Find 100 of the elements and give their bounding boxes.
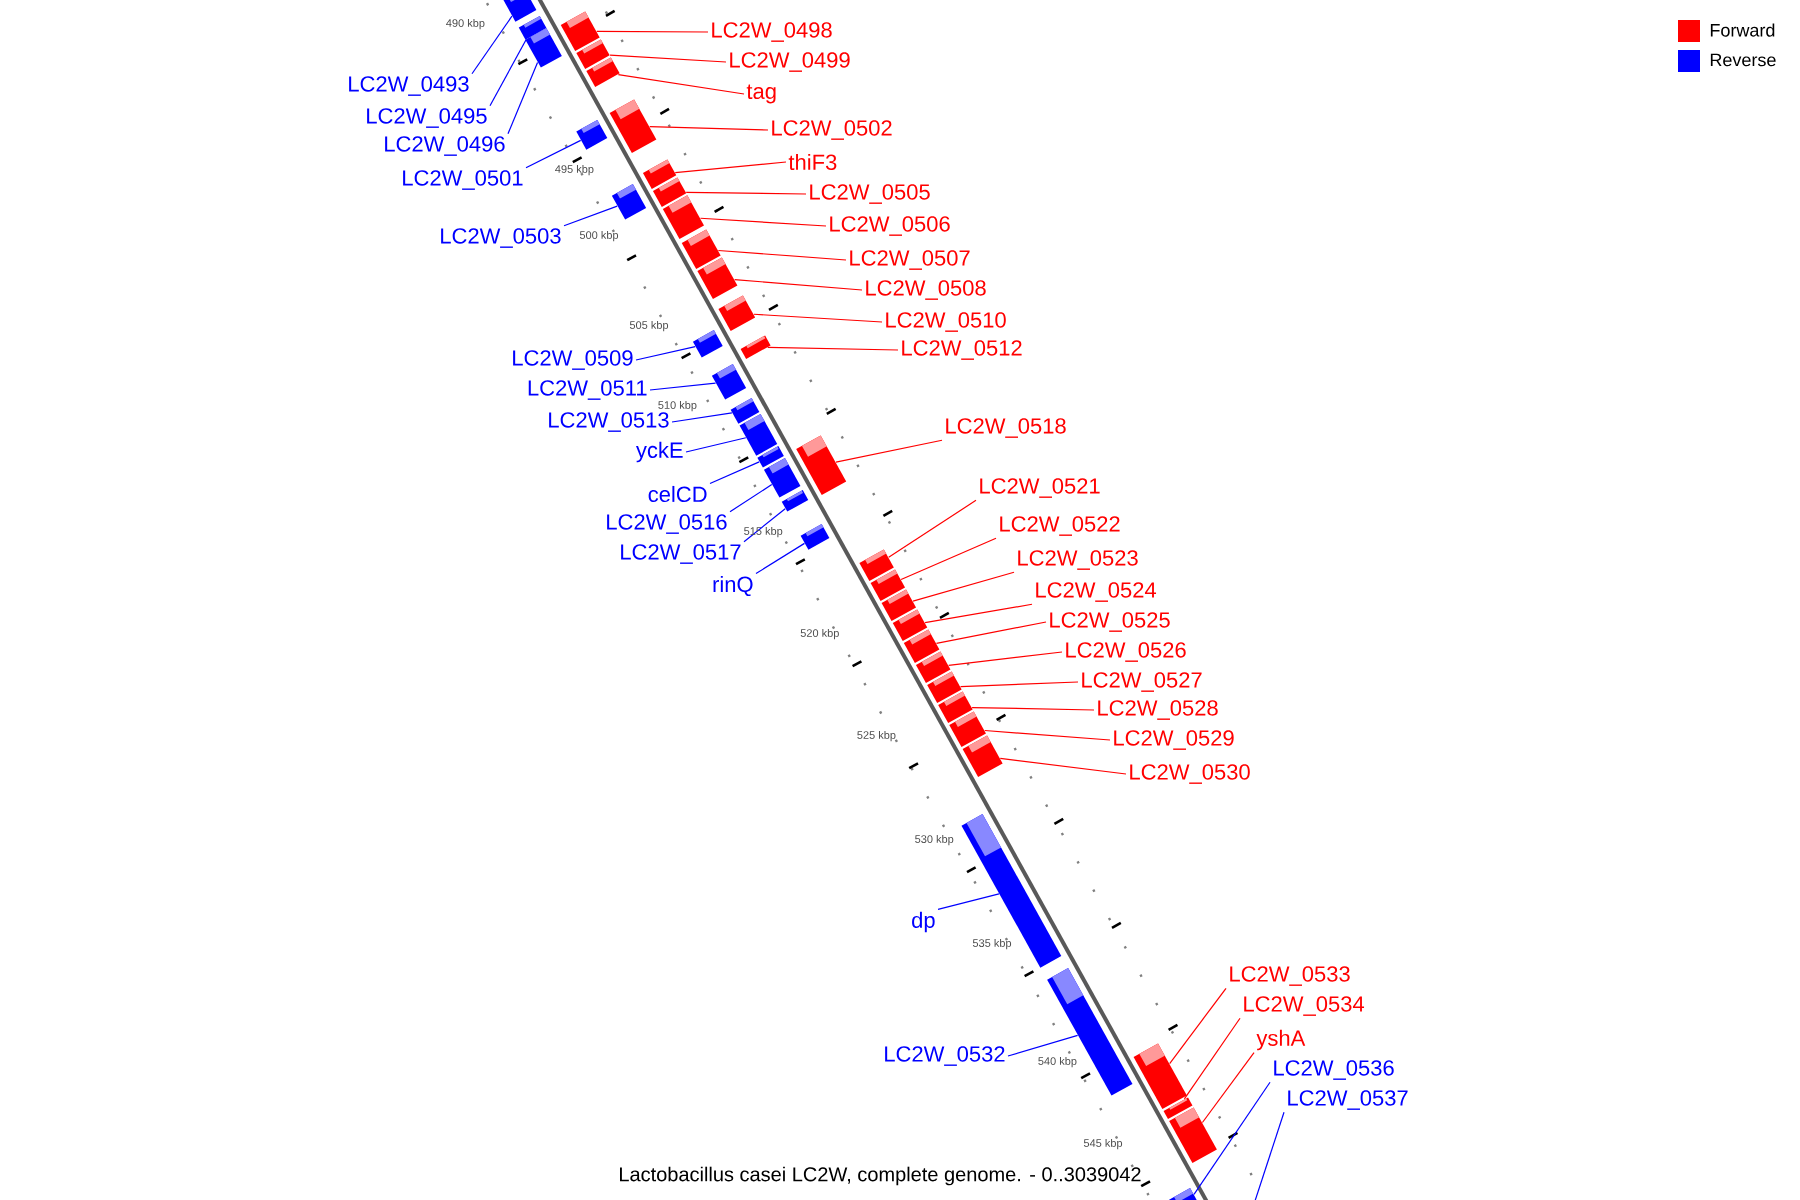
gene-arrow-block: [692, 330, 723, 358]
leader-line: [525, 139, 582, 169]
gene-label: LC2W_0505: [810, 184, 930, 204]
leader-line: [767, 346, 899, 351]
gene-label: LC2W_0518: [946, 418, 1066, 438]
leader-line: [1169, 987, 1227, 1065]
leader-line: [685, 437, 747, 453]
gene-arrow-block: [796, 435, 847, 495]
gene-arrow-block: [697, 257, 738, 299]
gene-arrow-block: [560, 11, 600, 52]
gene-label: LC2W_0527: [1082, 672, 1202, 692]
leader-line: [999, 757, 1127, 775]
leader-line: [1193, 1081, 1271, 1195]
gene-arrow-block: [576, 120, 608, 150]
leader-line: [971, 706, 1095, 711]
leader-line: [734, 279, 863, 291]
gene-label: LC2W_0533: [1230, 966, 1350, 986]
gene-label: LC2W_0522: [1000, 516, 1120, 536]
legend-label: Forward: [1710, 23, 1775, 37]
gene-label: LC2W_0526: [1066, 642, 1186, 662]
gene-label: LC2W_0503: [441, 228, 561, 248]
gene-label: thiF3: [788, 153, 837, 171]
gene-arrow-block: [962, 735, 1003, 777]
leader-line: [935, 621, 1047, 644]
gene-arrow-block: [503, 0, 537, 22]
leader-line: [1007, 1034, 1079, 1057]
leader-line: [900, 537, 997, 581]
gene-label: LC2W_0512: [902, 340, 1022, 360]
gene-label: rinQ: [713, 575, 753, 597]
gene-arrow-block: [781, 490, 809, 512]
leader-line: [755, 542, 806, 575]
gene-label: LC2W_0528: [1098, 700, 1218, 720]
gene-arrow-block: [609, 99, 657, 153]
gene-arrow-block: [740, 335, 771, 359]
leader-line: [984, 729, 1111, 741]
leader-line: [924, 603, 1033, 624]
leader-line: [1201, 1052, 1255, 1124]
gene-label: LC2W_0506: [830, 216, 950, 236]
gene-arrow-block: [961, 814, 1062, 968]
gene-label: LC2W_0511: [528, 380, 647, 400]
gene-label: LC2W_0493: [349, 76, 469, 96]
gene-label: LC2W_0502: [772, 120, 892, 140]
gene-label: LC2W_0524: [1036, 582, 1157, 602]
leader-line: [507, 61, 539, 135]
leader-line: [649, 382, 717, 391]
gene-label: LC2W_0498: [712, 22, 832, 42]
leader-line: [959, 681, 1079, 688]
gene-label: celCD: [648, 485, 707, 503]
gene-arrow-block: [718, 295, 756, 331]
gene-arrow-block: [681, 229, 721, 270]
gene-label: LC2W_0496: [385, 136, 505, 156]
gene-arrow-block: [611, 184, 647, 220]
gene-label: LC2W_0537: [1288, 1090, 1408, 1110]
leader-line: [617, 74, 745, 95]
leader-line: [937, 893, 1000, 910]
gene-label: LC2W_0523: [1018, 550, 1138, 570]
gene-label: LC2W_0534: [1244, 996, 1365, 1016]
legend-label: Reverse: [1710, 53, 1776, 67]
gene-arrow-block: [800, 524, 830, 550]
leader-line: [717, 249, 847, 261]
leader-line: [563, 205, 618, 227]
gene-label: LC2W_0525: [1050, 612, 1170, 632]
leader-line: [835, 439, 943, 463]
gene-label: LC2W_0507: [850, 250, 970, 270]
leader-line: [729, 483, 773, 513]
leader-line: [709, 461, 760, 485]
leader-line: [1253, 1111, 1285, 1200]
leader-line: [888, 499, 977, 558]
gene-arrow-block: [711, 364, 747, 400]
gene-label: yshA: [1256, 1029, 1306, 1051]
gene-label: LC2W_0509: [513, 350, 633, 370]
leader-line: [671, 412, 733, 423]
leader-line: [948, 651, 1063, 666]
gene-label: LC2W_0501: [403, 170, 523, 190]
leader-line: [609, 54, 727, 63]
gene-arrow-block: [1133, 1043, 1187, 1109]
leader-line: [685, 191, 807, 195]
gene-label: LC2W_0517: [621, 544, 741, 564]
leader-line: [489, 39, 527, 107]
leader-line: [743, 508, 786, 543]
gene-label: LC2W_0521: [980, 478, 1100, 498]
gene-label: LC2W_0495: [367, 108, 487, 128]
gene-label: LC2W_0529: [1114, 730, 1234, 750]
leader-line: [674, 161, 787, 174]
leader-line: [596, 30, 709, 33]
gene-label: LC2W_0532: [885, 1046, 1005, 1066]
leader-line: [635, 346, 696, 361]
leader-line: [699, 217, 827, 227]
gene-label: yckE: [636, 441, 683, 463]
gene-arrow-block: [586, 57, 620, 87]
leader-line: [471, 15, 513, 75]
caption: Lactobacillus casei LC2W, complete genome. - 0..3039042: [620, 1166, 1141, 1186]
gene-arrow-block: [662, 195, 704, 240]
leader-line: [1183, 1017, 1241, 1100]
gene-label: LC2W_0510: [886, 312, 1006, 332]
leader-line: [649, 126, 769, 131]
gene-label: dp: [912, 911, 935, 933]
gene-label: LC2W_0530: [1130, 764, 1250, 784]
leader-line: [753, 313, 883, 323]
leader-line: [912, 571, 1015, 602]
